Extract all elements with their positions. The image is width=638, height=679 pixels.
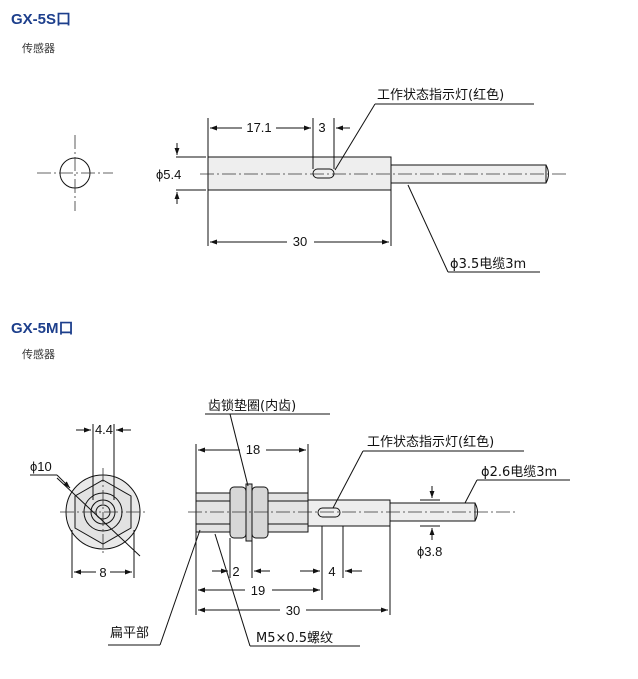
gx5m-cable-label: ϕ2.6电缆3m [481, 464, 557, 480]
gx5s-indicator-window [312, 168, 335, 179]
gx5s-dimension-drawing: 17.1 3 30 ϕ5.4 工作状态指示灯(红色) ϕ3.5电缆3m [37, 87, 568, 273]
gx5m-sensor-body [188, 483, 518, 542]
gx5s-front-view [37, 135, 113, 211]
gx5m-dim-4: 4 [328, 564, 335, 579]
gx5m-lock-washer [245, 483, 253, 542]
gx5s-dim-17-1: 17.1 [246, 120, 271, 135]
gx5m-dim-8: 8 [99, 565, 106, 580]
gx5m-dim-19: 19 [251, 583, 265, 598]
gx5m-washer-label: 齿锁垫圈(内齿) [208, 398, 296, 414]
gx5s-cable-label: ϕ3.5电缆3m [450, 256, 526, 272]
section-title-gx5m: GX-5M口 [11, 320, 74, 337]
gx5m-dimension-drawing: 4.4 ϕ10 8 18 齿锁垫圈(内齿) 工作状态指示灯(红色) ϕ2.6电缆… [30, 398, 570, 647]
gx5m-dim-30: 30 [286, 603, 300, 618]
gx5s-dim-30: 30 [293, 234, 307, 249]
gx5m-dim-phi10: ϕ10 [30, 459, 52, 474]
gx5s-dim-3: 3 [318, 120, 325, 135]
section-title-gx5s: GX-5S口 [11, 11, 72, 28]
gx5s-dim-phi5-4: ϕ5.4 [156, 167, 181, 182]
gx5m-front-view [56, 468, 146, 557]
gx5m-indicator-window [317, 507, 341, 518]
gx5m-thread-label: M5×0.5螺纹 [256, 631, 333, 646]
gx5m-indicator-label: 工作状态指示灯(红色) [367, 434, 494, 450]
gx5m-dim-4-4: 4.4 [95, 422, 113, 437]
gx5m-dim-2: 2 [232, 564, 239, 579]
section-subtitle-gx5m: 传感器 [22, 348, 55, 361]
gx5s-indicator-label: 工作状态指示灯(红色) [377, 87, 504, 103]
gx5m-dim-18: 18 [246, 442, 260, 457]
section-subtitle-gx5s: 传感器 [22, 42, 55, 55]
gx5m-dim-phi3-8: ϕ3.8 [417, 544, 442, 559]
gx5s-sensor-body [200, 156, 568, 191]
gx5m-flat-label: 扁平部 [110, 626, 149, 641]
